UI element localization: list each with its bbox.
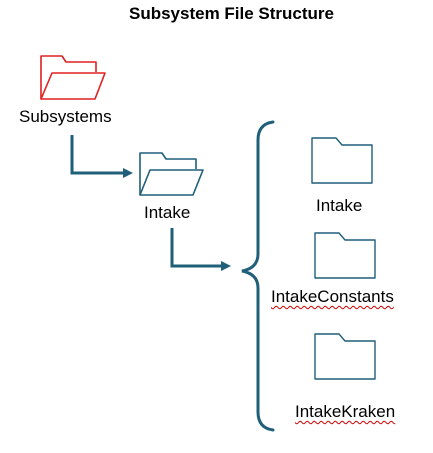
intake-label: Intake: [144, 203, 191, 222]
diagram-title: Subsystem File Structure: [128, 4, 334, 23]
child-folder-icon-intake[interactable]: [311, 137, 373, 184]
subsystems-folder-icon[interactable]: [40, 55, 106, 100]
intake-folder-icon[interactable]: [139, 152, 204, 196]
child-label-intakekraken: IntakeKraken: [295, 402, 396, 421]
connector-subsystems-to-intake: [70, 135, 133, 178]
child-label-intake: Intake: [316, 196, 363, 215]
connector-intake-to-children: [170, 228, 231, 271]
child-label-intakeconstants: IntakeConstants: [271, 287, 394, 306]
child-folder-icon-intakeconstants[interactable]: [314, 232, 376, 279]
subsystems-label: Subsystems: [19, 107, 112, 126]
child-folder-icon-intakekraken[interactable]: [314, 333, 376, 380]
curly-brace: [241, 120, 275, 432]
